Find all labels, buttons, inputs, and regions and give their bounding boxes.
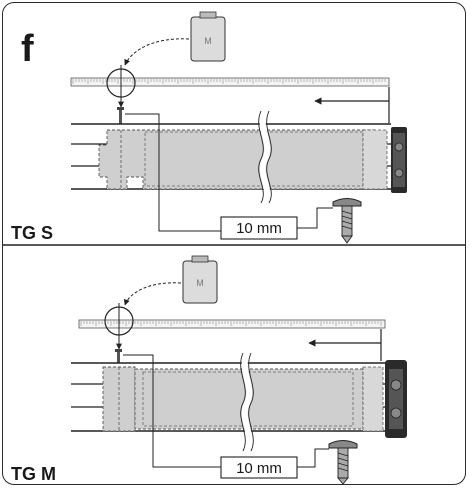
screw-icon bbox=[332, 198, 362, 244]
break-symbol-right bbox=[266, 110, 272, 204]
dimension-label: 10 mm bbox=[236, 220, 282, 237]
break-symbol-gap bbox=[241, 351, 253, 453]
panel-label-tg-m: TG M bbox=[11, 464, 56, 484]
break-symbol-left bbox=[240, 352, 246, 452]
dimension-leader-screw bbox=[297, 448, 329, 468]
motor-unit-icon: M bbox=[182, 255, 218, 304]
tube-end-cap bbox=[362, 366, 384, 432]
installation-diagram: f M bbox=[3, 11, 465, 484]
motor-unit-icon: M bbox=[190, 11, 226, 62]
measuring-tape-icon bbox=[78, 319, 386, 329]
panel-tg-s: M bbox=[11, 11, 407, 244]
break-symbol-gap bbox=[259, 109, 271, 205]
measuring-tape-icon bbox=[70, 77, 390, 87]
motor-direction-arrow bbox=[123, 282, 182, 306]
screw-small-icon bbox=[115, 349, 122, 363]
break-symbol-right bbox=[248, 352, 254, 452]
end-bracket-icon bbox=[385, 360, 407, 438]
motor-label: M bbox=[196, 278, 204, 288]
tube-end-cap bbox=[362, 129, 388, 190]
dimension-leader-screw bbox=[297, 207, 333, 229]
tube-body-hidden bbox=[98, 129, 376, 190]
panel-label-tg-s: TG S bbox=[11, 223, 53, 243]
screw-icon bbox=[328, 440, 358, 484]
dimension-leader bbox=[125, 113, 221, 232]
screw-small-icon bbox=[117, 107, 124, 124]
motor-direction-arrow bbox=[124, 38, 190, 66]
dimension-leader bbox=[123, 354, 221, 468]
figure-frame: f M bbox=[2, 2, 466, 485]
panel-tg-m: M bbox=[11, 255, 407, 484]
dimension-label: 10 mm bbox=[236, 460, 282, 477]
end-bracket-icon bbox=[391, 127, 407, 193]
figure-letter: f bbox=[21, 28, 34, 70]
motor-label: M bbox=[204, 36, 212, 46]
break-symbol-left bbox=[258, 110, 264, 204]
